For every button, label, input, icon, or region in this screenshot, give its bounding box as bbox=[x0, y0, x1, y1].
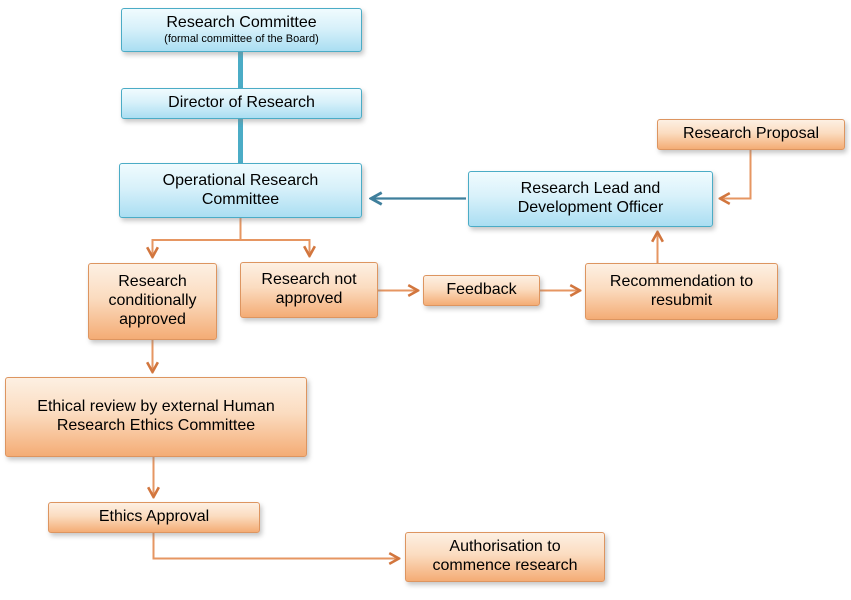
node-director-of-research: Director of Research bbox=[121, 88, 362, 119]
node-ethical-review-label: Ethical review by external Human Researc… bbox=[37, 398, 275, 434]
node-ethics-approval: Ethics Approval bbox=[48, 502, 260, 533]
node-research-proposal-label: Research Proposal bbox=[682, 125, 820, 143]
node-recommendation-to-resubmit: Recommendation to resubmit bbox=[585, 263, 778, 320]
edge-ethics-approval-to-authorisation bbox=[152, 533, 400, 559]
edge-operational-committee-to-not-approved bbox=[240, 239, 310, 256]
edge-research-proposal-to-research-lead bbox=[720, 150, 752, 199]
node-research-lead-dev-officer-label: Research Lead and Development Officer bbox=[517, 180, 664, 216]
node-research-proposal: Research Proposal bbox=[657, 119, 845, 150]
node-authorisation-label: Authorisation to commence research bbox=[432, 538, 578, 574]
node-research-not-approved: Research not approved bbox=[240, 262, 378, 318]
node-research-committee-label: Research Committee bbox=[166, 13, 317, 31]
node-research-committee: Research Committee (formal committee of … bbox=[121, 8, 362, 52]
edge-operational-committee-to-conditionally-approved bbox=[153, 218, 242, 257]
node-feedback-label: Feedback bbox=[446, 281, 517, 299]
node-research-lead-dev-officer: Research Lead and Development Officer bbox=[468, 171, 713, 227]
node-research-conditionally-approved-label: Research conditionally approved bbox=[108, 273, 197, 328]
node-research-committee-sublabel: (formal committee of the Board) bbox=[164, 32, 319, 45]
node-research-not-approved-label: Research not approved bbox=[261, 271, 357, 307]
node-ethics-approval-label: Ethics Approval bbox=[98, 508, 210, 526]
node-ethical-review: Ethical review by external Human Researc… bbox=[5, 377, 307, 457]
node-authorisation: Authorisation to commence research bbox=[405, 532, 605, 582]
node-recommendation-to-resubmit-label: Recommendation to resubmit bbox=[609, 272, 754, 309]
node-research-conditionally-approved: Research conditionally approved bbox=[88, 263, 217, 340]
node-operational-research-committee-label: Operational Research Committee bbox=[162, 171, 319, 208]
node-director-of-research-label: Director of Research bbox=[168, 94, 315, 112]
node-operational-research-committee: Operational Research Committee bbox=[119, 163, 362, 218]
node-feedback: Feedback bbox=[423, 275, 540, 306]
